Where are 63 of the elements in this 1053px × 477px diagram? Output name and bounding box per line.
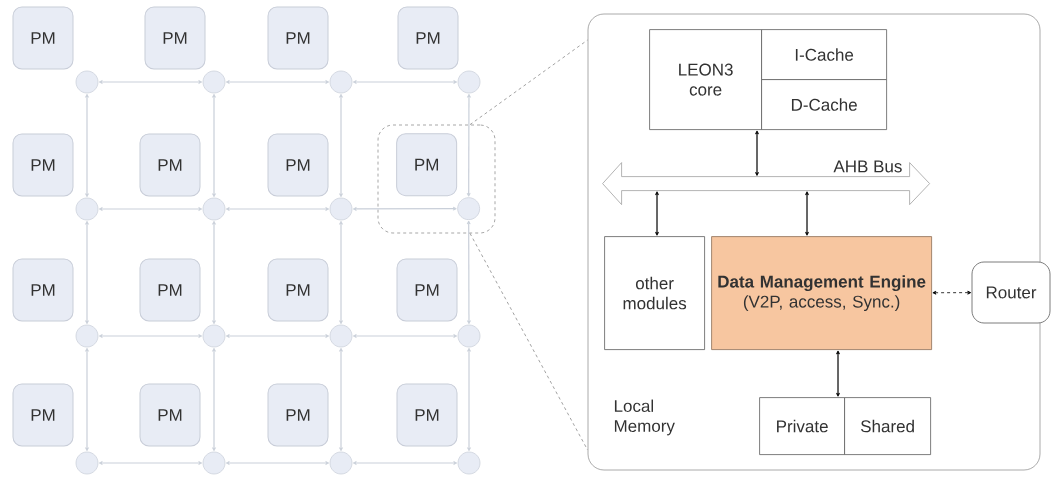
arrow xyxy=(212,220,216,325)
component-box: Private xyxy=(759,397,845,455)
arrow xyxy=(755,130,759,176)
arrow xyxy=(212,93,216,198)
engine-box: Data Management Engine (V2P, access, Sync.) xyxy=(711,236,932,350)
router-node xyxy=(329,197,353,221)
module-box: PM xyxy=(139,258,201,322)
router-node xyxy=(202,451,226,475)
arrow xyxy=(339,93,343,198)
router-node xyxy=(75,197,99,221)
component-box: other modules xyxy=(604,236,705,350)
zoom-line xyxy=(469,39,588,126)
router-node xyxy=(75,451,99,475)
router-node xyxy=(202,197,226,221)
module-box: PM xyxy=(396,258,458,322)
arrow xyxy=(467,347,471,452)
module-box: PM xyxy=(267,258,329,322)
module-box: PM xyxy=(12,133,74,197)
component-box: LEON3 core xyxy=(649,29,762,130)
module-box: PM xyxy=(144,6,206,70)
router-node xyxy=(457,70,481,94)
router-node xyxy=(329,451,353,475)
router-node xyxy=(75,70,99,94)
bus-label: AHB Bus xyxy=(833,160,902,173)
module-box: PM xyxy=(267,383,329,447)
router-node xyxy=(202,324,226,348)
arrow xyxy=(466,220,471,325)
component-box: Shared xyxy=(844,397,931,455)
module-box: PM xyxy=(267,6,329,70)
arrow xyxy=(85,220,89,325)
module-box: PM xyxy=(12,6,74,70)
arrow xyxy=(339,347,343,452)
zoom-line xyxy=(469,232,588,451)
module-box: PM xyxy=(139,133,201,197)
arrow xyxy=(932,290,972,295)
router-node xyxy=(457,197,481,221)
router-node xyxy=(457,451,481,475)
arrow xyxy=(352,206,457,211)
router-node xyxy=(329,70,353,94)
arrow xyxy=(805,191,809,236)
module-box: PM xyxy=(12,258,74,322)
arrow xyxy=(339,220,343,325)
router-node xyxy=(202,70,226,94)
arrow xyxy=(85,347,89,452)
arrow xyxy=(836,350,840,397)
module-box: PM xyxy=(397,6,459,70)
arrow xyxy=(85,93,89,198)
router-box: Router xyxy=(971,261,1051,324)
component-box: D-Cache xyxy=(761,79,887,130)
module-box: PM xyxy=(139,383,201,447)
zoom-outline xyxy=(377,124,496,234)
memory-label: Local Memory xyxy=(614,399,675,436)
arrow xyxy=(212,347,216,452)
module-box: PM xyxy=(267,133,329,197)
arrow xyxy=(466,93,471,197)
module-box: PM xyxy=(396,133,458,197)
router-node xyxy=(457,324,481,348)
component-box: I-Cache xyxy=(761,29,887,80)
router-node xyxy=(75,324,99,348)
module-box: PM xyxy=(396,383,458,447)
module-box: PM xyxy=(12,383,74,447)
arrow xyxy=(655,191,659,236)
router-node xyxy=(329,324,353,348)
